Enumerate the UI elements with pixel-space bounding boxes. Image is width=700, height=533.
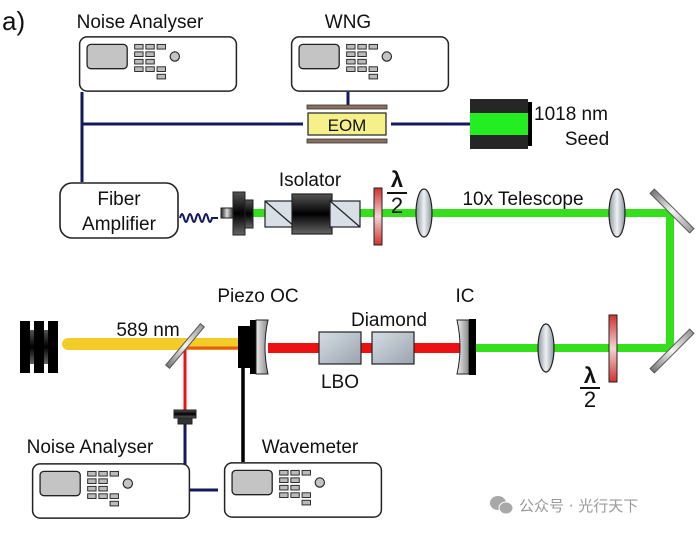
fiber-coil [179,213,218,223]
beam-dump [20,321,58,373]
wng-instrument: WNG [290,12,450,92]
noise-analyser-top-label: Noise Analyser [77,12,204,33]
wavemeter-label: Wavemeter [262,437,359,458]
watermark: 公众号 · 光行天下 [490,496,638,515]
half-wave-plate-top: λ 2 [373,167,407,246]
half-wave-top-denominator: 2 [391,193,403,218]
half-wave-top-numerator: λ [391,167,403,192]
lbo-label: LBO [321,372,359,393]
noise-analyser-top: Noise Analyser [77,12,238,92]
seed-wavelength-label: 1018 nm [534,104,608,125]
telescope: 10x Telescope [415,188,626,238]
half-wave-bottom-denominator: 2 [584,387,596,412]
watermark-text: 公众号 · 光行天下 [519,497,638,515]
photodetector [173,409,197,425]
isolator: Isolator [264,170,361,235]
eom: EOM [306,104,388,144]
fiber-amplifier-label-2: Amplifier [82,214,157,235]
turning-mirror-top [649,188,695,234]
lbo-crystal: LBO [318,331,362,393]
half-wave-bottom-numerator: λ [584,363,596,388]
piezo-output-coupler: Piezo OC [217,286,299,375]
ic-label: IC [456,286,475,307]
fiber-amplifier: Fiber Amplifier [59,182,179,239]
half-wave-plate-bottom: λ 2 [580,314,618,412]
fiber-amplifier-label-1: Fiber [97,189,141,210]
panel-label: a) [2,6,25,36]
seed-laser: 1018 nm Seed [470,99,609,150]
wavemeter-instrument: Wavemeter [223,437,383,518]
isolator-label: Isolator [279,170,342,191]
telescope-label: 10x Telescope [462,189,583,210]
turning-mirror-bottom [649,328,695,374]
wng-label: WNG [325,12,371,33]
noise-analyser-bottom: Noise Analyser [27,437,191,519]
fiber-collimator [220,191,254,236]
wechat-icon [490,496,514,515]
diamond-label: Diamond [351,310,427,331]
noise-analyser-bottom-label: Noise Analyser [27,437,154,458]
focusing-lens [537,323,555,373]
seed-label: Seed [565,129,609,150]
beam-splitter [165,323,205,369]
diamond-crystal: Diamond [351,310,427,365]
eom-label: EOM [328,116,367,135]
piezo-oc-label: Piezo OC [217,286,298,307]
input-coupler: IC [456,286,476,375]
output-wavelength-label: 589 nm [116,320,179,341]
